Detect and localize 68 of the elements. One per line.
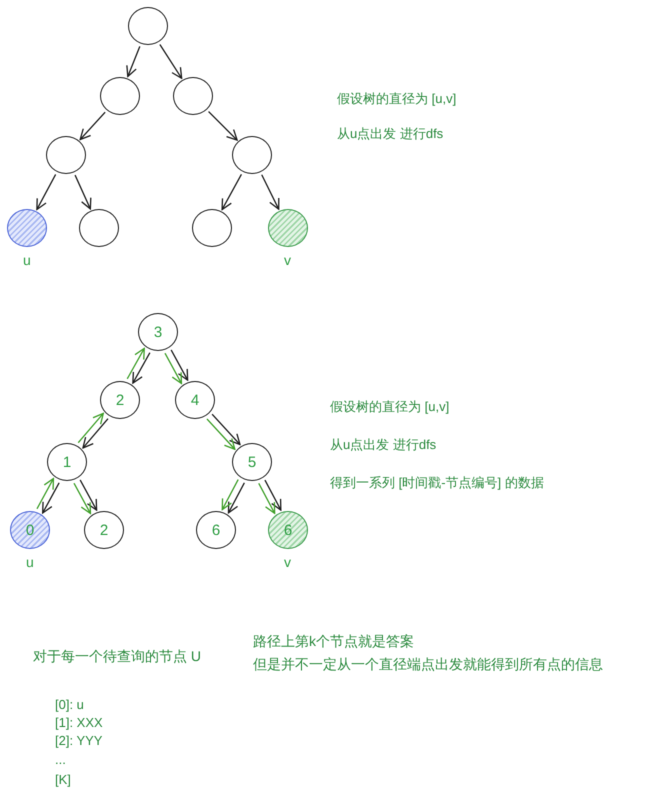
node-number: 2 [100, 522, 108, 538]
node-label: u [26, 554, 34, 570]
note-text: 从u点出发 进行dfs [330, 436, 436, 454]
tree-node-circle [196, 511, 236, 549]
arrow [159, 44, 182, 79]
arrow [206, 418, 236, 450]
tree-node-circle [10, 511, 50, 549]
tree-node-circle [7, 209, 47, 247]
note-text: 从u点出发 进行dfs [337, 125, 444, 143]
node-number: 0 [26, 522, 34, 538]
tree-node-circle [175, 381, 215, 419]
tree-node-circle [79, 209, 119, 247]
node-number: 6 [212, 522, 220, 538]
list-item-text: [K] [55, 772, 71, 787]
arrow [264, 480, 282, 511]
node-number: 2 [116, 392, 124, 408]
arrow [73, 482, 92, 514]
tree-node-circle [100, 77, 140, 115]
tree-node-circle [232, 136, 272, 174]
note-text: 得到一系列 [时间戳-节点编号] 的数据 [330, 474, 544, 492]
tree-node-circle [232, 443, 272, 481]
arrow [36, 478, 54, 510]
note-text: 但是并不一定从一个直径端点出发就能得到所有点的信息 [253, 656, 603, 674]
arrow [222, 479, 239, 510]
arrow [82, 418, 108, 449]
node-number: 5 [248, 454, 256, 470]
arrow [208, 111, 238, 141]
tree-node-circle [268, 209, 308, 247]
list-item-text: [1]: XXX [55, 715, 103, 730]
arrow [126, 46, 140, 78]
node-number: 4 [190, 392, 200, 408]
arrow [74, 174, 92, 210]
arrow [36, 174, 56, 210]
node-label: v [284, 554, 291, 570]
tree-node-circle [128, 7, 168, 45]
note-text: 路径上第k个节点就是答案 [253, 633, 414, 651]
arrow [228, 482, 245, 514]
tree-node-circle [84, 511, 124, 549]
arrow [164, 352, 182, 384]
arrow [132, 352, 150, 384]
arrow [212, 414, 241, 446]
arrow [80, 112, 106, 140]
arrow [261, 174, 280, 210]
tree-node-circle [173, 77, 213, 115]
arrow [42, 482, 60, 514]
node-label: u [23, 252, 31, 268]
note-text: 假设树的直径为 [u,v] [330, 398, 450, 416]
tree-node-circle [100, 381, 140, 419]
tree-node-circle [138, 313, 178, 351]
tree-node-circle [268, 511, 308, 549]
arrow [258, 483, 276, 514]
list-item-text: [0]: u [55, 697, 84, 712]
node-number: 3 [154, 324, 162, 340]
note-text: 对于每一个待查询的节点 U [33, 648, 201, 666]
arrow [126, 348, 145, 380]
note-text: 假设树的直径为 [u,v] [337, 90, 456, 108]
tree-node-circle [47, 443, 87, 481]
arrow [78, 412, 104, 444]
tree-node-circle [192, 209, 232, 247]
arrow [80, 480, 98, 511]
arrow [170, 350, 188, 381]
node-number: 1 [62, 454, 72, 470]
arrow [221, 174, 242, 210]
list-item-text: [2]: YYY [55, 733, 102, 748]
list-item-text: ... [55, 752, 66, 767]
tree-node-circle [46, 136, 86, 174]
node-label: v [284, 252, 291, 268]
node-number: 6 [284, 522, 292, 538]
